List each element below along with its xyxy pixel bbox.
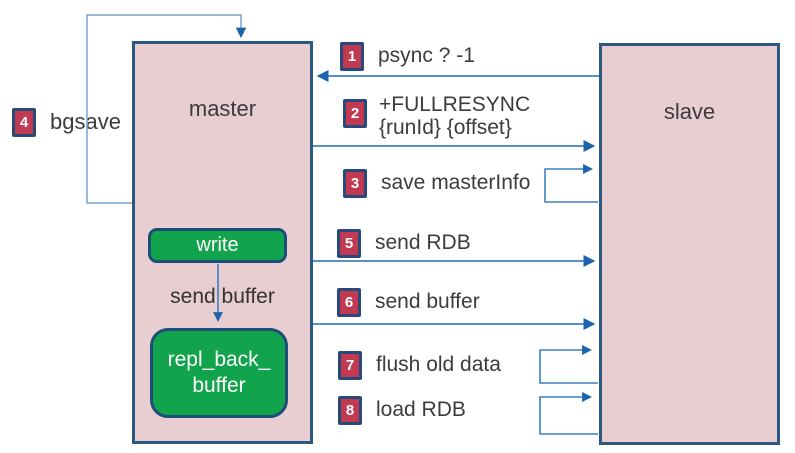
step-6-label: send buffer	[375, 290, 480, 313]
step-2-fullresync: 2 +FULLRESYNC {runId} {offset}	[343, 93, 530, 139]
load-rdb-loop-arrow	[539, 392, 598, 435]
step-6-send-buffer: 6 send buffer	[337, 287, 480, 317]
step-1-badge: 1	[340, 41, 364, 71]
flush-old-data-loop-arrow	[539, 345, 598, 384]
step-8-label: load RDB	[376, 398, 466, 421]
write-label: write	[196, 234, 239, 256]
step-4-label: bgsave	[50, 109, 121, 134]
repl-back-buffer-label: repl_back_ buffer	[167, 348, 271, 397]
repl-back-buffer-box: repl_back_ buffer	[150, 328, 288, 418]
step-4-bgsave: 4 bgsave	[12, 107, 121, 137]
step-5-send-rdb: 5 send RDB	[337, 228, 471, 258]
send-buffer-internal-label: send buffer	[170, 285, 275, 308]
save-masterinfo-loop-arrow	[544, 164, 598, 203]
step-1-label: psync ? -1	[378, 44, 475, 67]
step-5-badge: 5	[337, 228, 361, 258]
step-8-load-rdb: 8 load RDB	[338, 395, 466, 425]
step-7-label: flush old data	[376, 353, 501, 376]
slave-box: slave	[599, 43, 780, 445]
step-2-badge: 2	[343, 99, 367, 128]
step-7-badge: 7	[338, 350, 362, 380]
step-1-psync: 1 psync ? -1	[340, 41, 475, 71]
step-3-label: save masterInfo	[381, 171, 531, 194]
slave-label: slave	[663, 99, 716, 124]
step-3-badge: 3	[343, 168, 367, 198]
step-4-badge: 4	[12, 107, 36, 137]
step-3-save-masterinfo: 3 save masterInfo	[343, 168, 530, 198]
master-label: master	[188, 96, 257, 121]
write-box: write	[148, 228, 287, 263]
step-7-flush-old-data: 7 flush old data	[338, 350, 501, 380]
step-6-badge: 6	[337, 287, 361, 317]
step-5-label: send RDB	[375, 231, 471, 254]
step-2-label: +FULLRESYNC {runId} {offset}	[379, 93, 531, 139]
step-8-badge: 8	[338, 395, 362, 425]
